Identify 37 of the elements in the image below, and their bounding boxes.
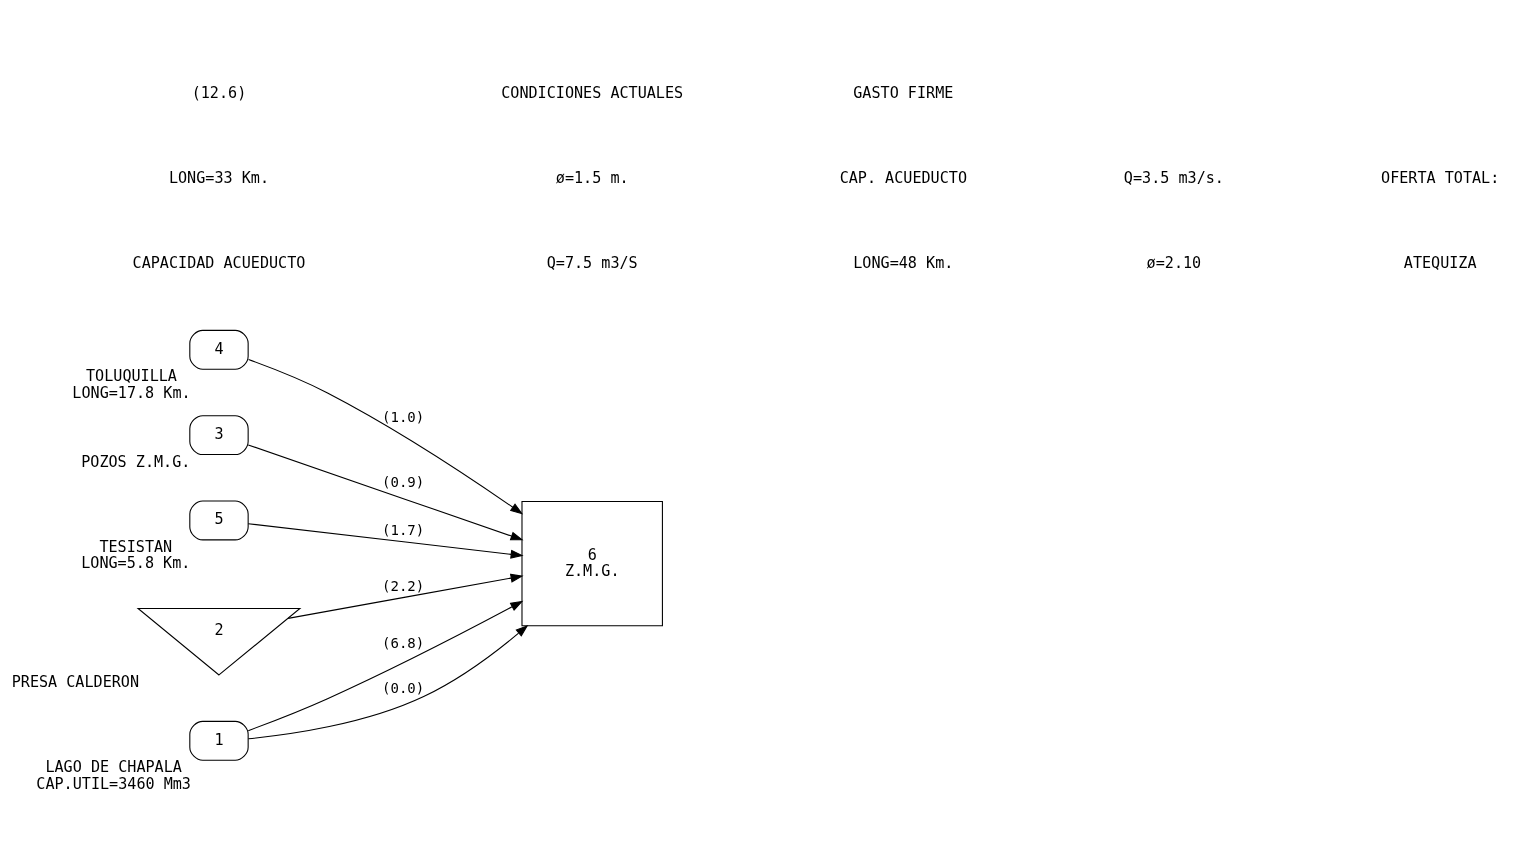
arrow [287,573,524,619]
node-label: TOLUQUILLA [86,366,177,385]
label: OFERTA TOTAL: [1381,168,1500,187]
node-box: 5 [189,499,249,540]
label: ATEQUIZA [1403,253,1477,272]
edge-label: (6.8) [382,634,425,651]
label: GASTO FIRME [853,83,954,102]
arrow [248,358,524,514]
node-box: 6 Z.M.G. [521,500,663,626]
arrow [247,600,524,731]
node-label: LAGO DE CHAPALA [45,757,182,776]
node-box: 4 [189,329,249,370]
edge-label: (2.2) [382,577,425,594]
edge-label: (1.0) [382,408,425,425]
label: Q=3.5 m3/s. [1123,168,1224,187]
label: CAP. ACUEDUCTO [839,168,967,187]
label: (12.6) [191,83,247,102]
label: ø=1.5 m. [555,168,629,187]
arrow [247,522,524,559]
label: Q=7.5 m3/S [546,253,638,272]
edge-label: (0.9) [382,473,425,490]
node-box: 3 [189,414,249,455]
edge-label: (0.0) [382,679,425,696]
arrow [247,624,529,739]
node-label: LONG=17.8 Km. [72,383,191,402]
node-label: CAP.UTIL=3460 Mm3 [36,774,191,793]
node-label: LONG=5.8 Km. [81,553,191,572]
label: LONG=33 Km. [168,168,270,187]
arrow [247,443,524,540]
label: ø=2.10 [1146,253,1202,272]
node-box: 1 [189,720,249,761]
edge-label: (1.7) [382,521,425,538]
label: CAPACIDAD ACUEDUCTO [132,253,306,272]
node-label: TESISTAN [99,537,173,556]
node-label: POZOS Z.M.G. [81,452,191,471]
label: LONG=48 Km. [853,253,954,272]
label: CONDICIONES ACTUALES [501,83,684,102]
